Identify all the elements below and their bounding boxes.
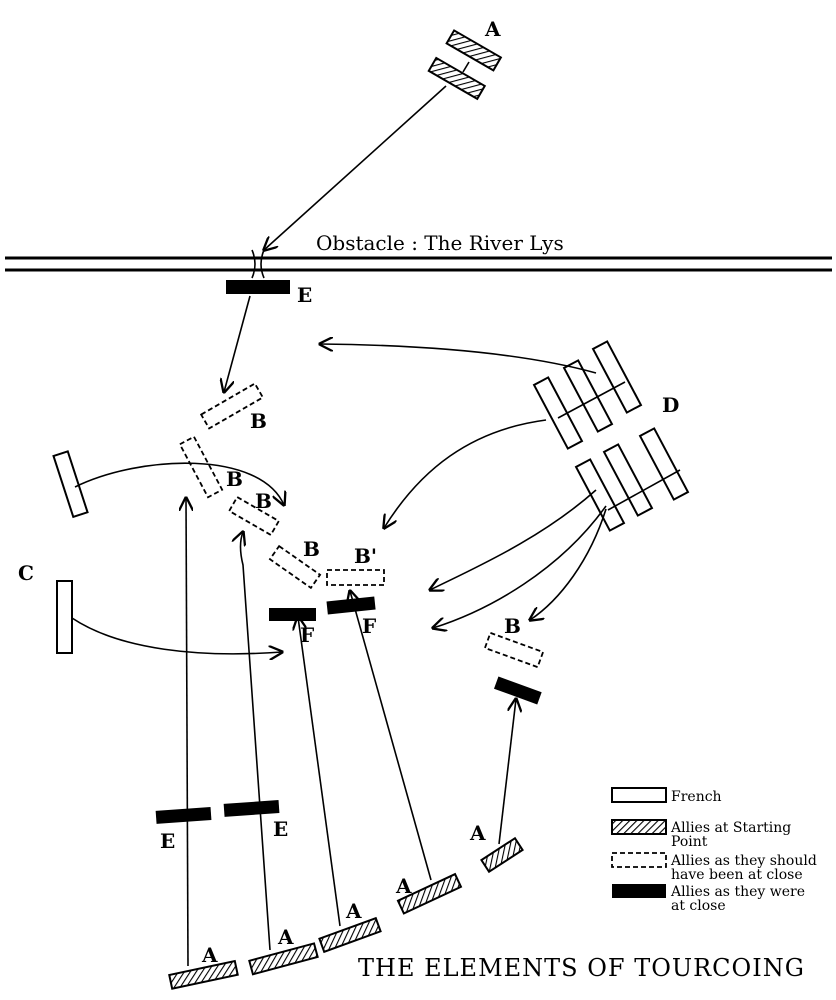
legend-should-1: Allies as they should [670, 853, 817, 869]
arrow-e-to-b [224, 295, 251, 392]
allies-start-a5 [480, 836, 524, 874]
label-c: C [18, 561, 34, 585]
french-c-arrow-2 [71, 617, 282, 654]
label-a5: A [469, 821, 486, 845]
allies-start-a4 [396, 872, 463, 915]
legend-should-2: have been at close [671, 867, 803, 883]
allies-actual-f2 [326, 596, 376, 615]
label-b3: B [255, 489, 272, 513]
legend-were-1: Allies as they were [670, 884, 805, 900]
allies-actual-6 [493, 676, 542, 705]
advance-1 [186, 498, 188, 967]
allies-start-top-a1 [445, 29, 503, 72]
label-b5: B' [354, 544, 377, 568]
allies-should-b4 [268, 544, 322, 590]
allies-actual-f1 [269, 608, 316, 621]
allies-start-top-a2 [427, 56, 487, 101]
river-label: Obstacle : The River Lys [316, 231, 564, 255]
legend-french-swatch [611, 787, 667, 803]
label-d: D [662, 393, 679, 417]
french-c2 [56, 580, 73, 654]
diagram-title: THE ELEMENTS OF TOURCOING [358, 954, 805, 982]
advance-3 [298, 617, 341, 927]
allies-should-b1 [199, 382, 265, 430]
label-e1: E [160, 829, 175, 853]
river-lys [5, 256, 832, 272]
allies-actual-e2 [223, 800, 280, 817]
legend-start-1: Allies at Starting [670, 820, 791, 836]
label-b1: B [250, 409, 267, 433]
label-a3: A [345, 899, 362, 923]
legend-french: French [671, 789, 722, 805]
french-c-arrow-1 [74, 462, 284, 505]
bridge [251, 249, 265, 279]
label-a4: A [395, 874, 412, 898]
label-a-top: A [484, 17, 501, 41]
legend-start-swatch [611, 819, 667, 835]
label-b4: B [303, 537, 320, 561]
advance-5 [498, 699, 516, 845]
allies-should-b6 [483, 631, 545, 669]
march-arrow-top [264, 85, 447, 250]
legend-should-swatch [611, 852, 667, 868]
label-b6: B [504, 614, 521, 638]
legend-start-2: Point [671, 834, 708, 850]
allies-should-b5 [326, 569, 385, 586]
label-a1: A [201, 943, 218, 967]
label-e-river: E [297, 283, 312, 307]
allies-start-a1 [168, 959, 239, 990]
advance-lines [186, 498, 516, 967]
advance-2 [241, 532, 271, 951]
label-e2: E [273, 817, 288, 841]
legend-were-swatch [612, 884, 666, 898]
connector [462, 61, 470, 73]
allies-actual-e-river [226, 280, 290, 294]
french-d-group [532, 340, 690, 532]
label-f2: F [362, 614, 376, 638]
allies-start-a3 [318, 916, 382, 954]
french-d-arrows [320, 344, 607, 628]
allies-actual-e1 [155, 807, 212, 824]
advance-4 [350, 591, 432, 881]
allies-should-b2 [178, 435, 224, 499]
legend: French Allies at Starting Point Allies a… [611, 787, 817, 914]
legend-were-2: at close [671, 898, 726, 914]
label-a2: A [277, 925, 294, 949]
french-c1 [52, 450, 89, 519]
label-b2: B [226, 467, 243, 491]
allies-start-a2 [248, 942, 319, 976]
